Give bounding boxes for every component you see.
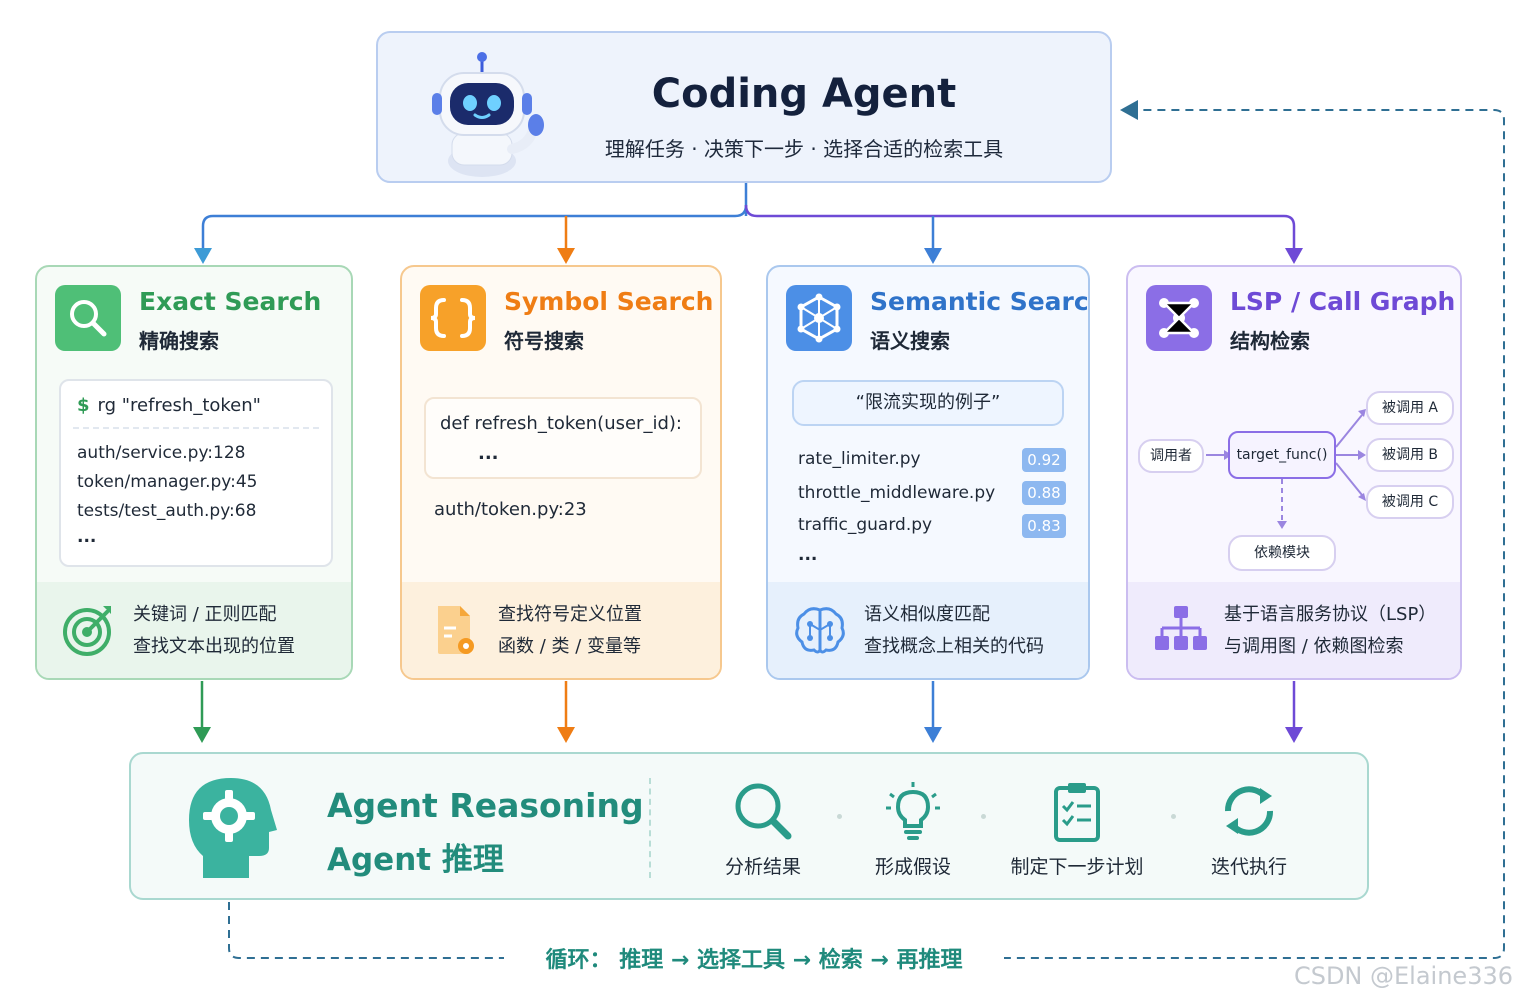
- semantic-result-ellipsis: ...: [798, 545, 818, 565]
- semantic-result-score: 0.88: [1022, 481, 1066, 505]
- symbol-search-card: Symbol Search 符号搜索 def refresh_token(use…: [400, 265, 722, 680]
- head-gear-icon: [189, 778, 277, 878]
- symbol-location: auth/token.py:23: [434, 499, 587, 520]
- semantic-result-file: traffic_guard.py: [798, 515, 933, 535]
- exact-search-footer: 关键词 / 正则匹配 查找文本出现的位置: [37, 582, 351, 678]
- arrowhead-exact: [194, 248, 212, 264]
- reasoning-title-cn: Agent 推理: [327, 842, 504, 878]
- lsp-icon-box: [1146, 285, 1212, 351]
- divider: [73, 427, 319, 429]
- semantic-search-icon-box: [786, 285, 852, 351]
- semantic-result-file: throttle_middleware.py: [798, 483, 996, 503]
- symbol-search-subtitle: 符号搜索: [504, 329, 584, 353]
- symbol-search-icon-box: [420, 285, 486, 351]
- step-analyze: 分析结果: [703, 780, 823, 879]
- step-separator: [981, 814, 986, 819]
- step-iterate: 迭代执行: [1189, 780, 1309, 879]
- step-hypothesis: 形成假设: [853, 780, 973, 879]
- semantic-search-card: Semantic Search 语义搜索 “限流实现的例子” rate_limi…: [766, 265, 1090, 680]
- semantic-search-title: Semantic Search: [870, 287, 1090, 316]
- caller-node: 调用者: [1138, 439, 1204, 473]
- symbol-search-footer: 查找符号定义位置 函数 / 类 / 变量等: [402, 582, 720, 678]
- down-arrow-semantic: [924, 727, 942, 743]
- tree-branch-right: [744, 204, 1296, 250]
- loop-caption: 循环： 推理 → 选择工具 → 检索 → 再推理: [504, 942, 1004, 974]
- semantic-result-file: rate_limiter.py: [798, 449, 921, 469]
- callee-node-b: 被调用 B: [1366, 438, 1454, 472]
- exact-result-ellipsis: ...: [77, 527, 97, 547]
- down-arrow-symbol: [557, 727, 575, 743]
- lsp-title: LSP / Call Graph: [1230, 287, 1456, 316]
- target-icon: [63, 606, 111, 656]
- agent-reasoning-panel: Agent Reasoning Agent 推理 分析结果 形成假设: [129, 752, 1369, 900]
- callee-node-a: 被调用 A: [1366, 391, 1454, 425]
- semantic-result-score: 0.83: [1022, 514, 1066, 538]
- semantic-footer-line: 语义相似度匹配: [864, 604, 990, 625]
- exact-result-row: tests/test_auth.py:68: [77, 501, 257, 521]
- exact-result-row: token/manager.py:45: [77, 472, 258, 492]
- symbol-ellipsis: ...: [478, 443, 499, 464]
- reasoning-title-en: Agent Reasoning: [327, 786, 644, 825]
- step-separator: [837, 814, 842, 819]
- magnifier-icon: [735, 783, 792, 840]
- network-node-icon: [797, 293, 841, 343]
- symbol-definition-box: def refresh_token(user_id): ...: [424, 397, 702, 479]
- coding-agent-panel: Coding Agent 理解任务 · 决策下一步 · 选择合适的检索工具: [376, 31, 1112, 183]
- dependency-node: 依赖模块: [1228, 535, 1336, 571]
- call-graph-edges: [1206, 409, 1366, 529]
- agent-title: Coding Agent: [651, 71, 957, 117]
- down-arrow-lsp: [1285, 727, 1303, 743]
- exact-search-subtitle: 精确搜索: [139, 329, 219, 353]
- lsp-call-graph-card: LSP / Call Graph 结构检索 调用者 target_func() …: [1126, 265, 1462, 680]
- brain-icon: [795, 607, 845, 654]
- callee-node-c: 被调用 C: [1366, 485, 1454, 519]
- lsp-footer: 基于语言服务协议（LSP） 与调用图 / 依赖图检索: [1128, 582, 1460, 678]
- semantic-search-footer: 语义相似度匹配 查找概念上相关的代码: [768, 582, 1088, 678]
- document-icon: [438, 606, 474, 654]
- hierarchy-icon: [1155, 606, 1207, 650]
- lsp-subtitle: 结构检索: [1230, 329, 1310, 353]
- robot-icon: [432, 52, 544, 177]
- lsp-footer-line: 与调用图 / 依赖图检索: [1224, 636, 1404, 657]
- step-plan: 制定下一步计划: [997, 780, 1157, 879]
- exact-footer-line: 查找文本出现的位置: [133, 636, 295, 657]
- magnifier-icon: [70, 300, 107, 337]
- feedback-loop-arrowhead: [1120, 100, 1138, 120]
- exact-result-row: auth/service.py:128: [77, 443, 246, 463]
- exact-search-title: Exact Search: [139, 287, 322, 316]
- arrowhead-lsp: [1285, 248, 1303, 264]
- agent-subtitle: 理解任务 · 决策下一步 · 选择合适的检索工具: [604, 137, 1004, 161]
- exact-command: $rg "refresh_token": [77, 395, 261, 416]
- down-arrow-exact: [193, 727, 211, 743]
- semantic-result-score: 0.92: [1022, 448, 1066, 472]
- lightbulb-icon: [886, 782, 940, 840]
- semantic-footer-line: 查找概念上相关的代码: [864, 636, 1044, 657]
- step-separator: [1171, 814, 1176, 819]
- exact-search-icon-box: [55, 285, 121, 351]
- symbol-footer-line: 查找符号定义位置: [498, 604, 642, 625]
- watermark: CSDN @Elaine336: [1293, 962, 1513, 990]
- symbol-search-title: Symbol Search: [504, 287, 714, 316]
- clipboard-checklist-icon: [1054, 783, 1100, 842]
- refresh-cycle-icon: [1224, 786, 1274, 836]
- exact-footer-line: 关键词 / 正则匹配: [133, 604, 277, 625]
- exact-search-card: Exact Search 精确搜索 $rg "refresh_token" au…: [35, 265, 353, 680]
- tree-branch-left: [201, 204, 748, 250]
- symbol-footer-line: 函数 / 类 / 变量等: [498, 636, 642, 657]
- divider: [649, 778, 651, 878]
- graph-nodes-icon: [1159, 298, 1199, 338]
- symbol-definition: def refresh_token(user_id):: [440, 413, 682, 434]
- lsp-footer-line: 基于语言服务协议（LSP）: [1224, 604, 1437, 625]
- exact-search-result-box: $rg "refresh_token" auth/service.py:128 …: [59, 379, 333, 567]
- semantic-search-subtitle: 语义搜索: [870, 329, 950, 353]
- arrowhead-symbol: [557, 248, 575, 264]
- curly-braces-icon: [430, 298, 476, 338]
- arrowhead-semantic: [924, 248, 942, 264]
- semantic-query: “限流实现的例子”: [792, 380, 1064, 426]
- target-func-node: target_func(): [1228, 431, 1336, 479]
